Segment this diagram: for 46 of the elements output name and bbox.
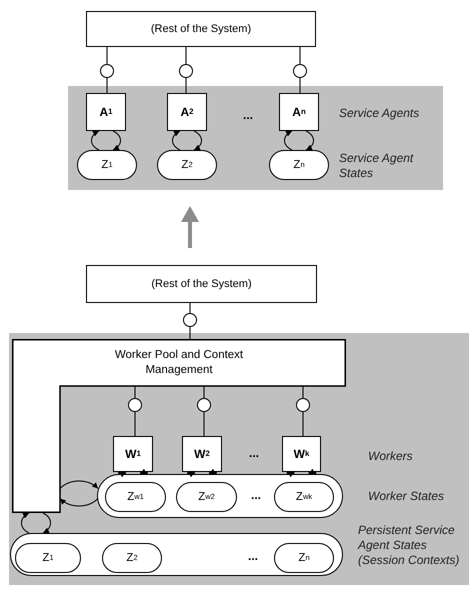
state-container — [97, 474, 343, 518]
curved-arrow — [21, 512, 30, 534]
interface-circle — [197, 398, 211, 412]
row-label: Service Agents — [339, 106, 420, 121]
curved-arrow — [91, 130, 100, 150]
row-label: Workers — [368, 449, 414, 464]
ellipsis-text: ... — [242, 108, 254, 123]
interface-circle — [293, 64, 307, 78]
group-band — [68, 86, 443, 190]
system-box: (Rest of the System) — [86, 265, 317, 303]
curved-arrow — [42, 512, 51, 534]
row-label: Persistent Service Agent States (Session Contexts) — [358, 523, 460, 568]
group-band — [9, 333, 469, 585]
interface-circle — [179, 64, 193, 78]
curved-arrow — [208, 468, 217, 474]
block-label: Worker Pool and Context Management — [114, 348, 244, 378]
interface-circle — [296, 398, 310, 412]
curved-arrow — [60, 480, 98, 489]
ellipsis-text: ... — [246, 549, 259, 564]
connector-line — [302, 386, 304, 398]
curved-arrow — [118, 472, 126, 478]
curved-arrow — [187, 472, 196, 478]
connector-line — [134, 412, 136, 436]
management-block — [12, 339, 346, 513]
connector-line — [106, 46, 108, 64]
ellipsis-text: ... — [248, 446, 260, 461]
connector-line — [106, 78, 108, 94]
curved-arrow — [194, 130, 202, 150]
ellipsis-text: ... — [250, 488, 262, 503]
connector-line — [134, 386, 136, 398]
system-box: (Rest of the System) — [86, 11, 316, 47]
row-label: Worker States — [368, 489, 446, 504]
interface-circle — [183, 313, 197, 327]
curved-arrow — [308, 468, 316, 474]
interface-circle — [128, 398, 142, 412]
curved-arrow — [112, 130, 121, 150]
curved-arrow — [284, 130, 292, 150]
curved-arrow — [172, 130, 180, 150]
connector-line — [302, 412, 304, 436]
curved-arrow — [286, 472, 295, 478]
curved-arrow — [60, 498, 98, 506]
interface-circle — [100, 64, 114, 78]
curved-arrow — [306, 130, 314, 150]
state-container — [10, 533, 343, 576]
row-label: Service Agent States — [339, 151, 414, 181]
curved-arrow — [140, 468, 148, 474]
